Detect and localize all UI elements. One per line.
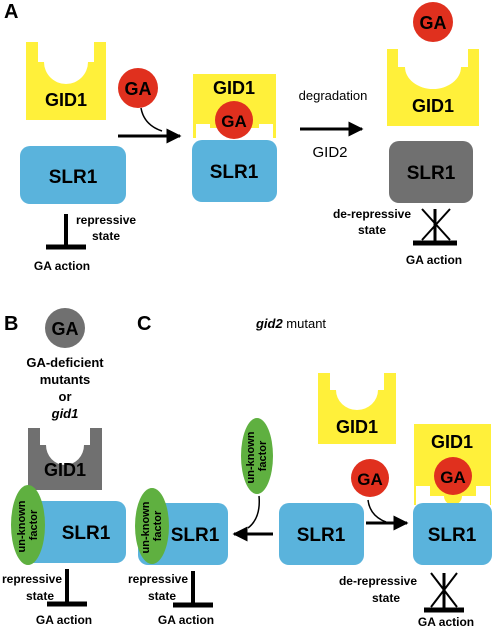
unknown-factor-b-line1: un-known <box>16 500 28 552</box>
ga-action-c-right-label: GA action <box>418 615 474 629</box>
unknown-factor-bound-line2: factor <box>152 510 164 541</box>
ga-deficient-label: GA-deficient <box>26 355 104 370</box>
slr1-protein-b: SLR1 <box>20 501 126 563</box>
panel-c-label: C <box>137 313 151 335</box>
slr1-center-label: SLR1 <box>297 525 346 546</box>
ga-c-label: GA <box>357 470 383 489</box>
repressive-state-c-label: repressive <box>128 572 188 586</box>
repression-symbol-b <box>47 569 87 607</box>
unknown-factor-b: un-known factor <box>11 485 45 565</box>
slr1-degraded: SLR1 <box>389 141 473 203</box>
gid1-ga-complex: GID1 GA <box>193 74 276 139</box>
degradation-label: degradation <box>299 88 368 103</box>
ga-action-b-label: GA action <box>36 613 92 627</box>
ga-molecule-inactive: GA <box>45 308 85 348</box>
unknown-factor-b-line2: factor <box>28 509 40 540</box>
panel-a-label: A <box>4 1 18 23</box>
or-label: or <box>59 389 72 404</box>
unknown-factor-free-label: un-known factor <box>245 429 269 484</box>
derepressive-state-c-label: de-repressive <box>339 574 417 588</box>
repressive-state-b-label: repressive <box>2 572 62 586</box>
ga-released-label: GA <box>420 13 447 33</box>
ga-molecule-free: GA <box>118 68 158 108</box>
mutants-label: mutants <box>40 372 91 387</box>
unknown-binding-curve <box>247 495 261 529</box>
slr1-c-right-label: SLR1 <box>428 525 477 546</box>
unknown-factor-free-line1: un-known <box>245 431 257 483</box>
unknown-factor-bound-line1: un-known <box>140 501 152 553</box>
gid1-bound-label: GID1 <box>213 78 255 98</box>
repressive-state-label: repressive <box>76 213 136 227</box>
gid2-label: GID2 <box>312 144 347 161</box>
derepressive-state-label-2: state <box>358 223 386 237</box>
gid1-label: GID1 <box>45 90 87 110</box>
slr1-b-label: SLR1 <box>62 523 111 544</box>
unknown-factor-free-line2: factor <box>257 440 269 471</box>
derepression-symbol-c <box>424 572 464 613</box>
slr1-protein-middle: SLR1 <box>192 140 277 202</box>
ga-action-c-left-label: GA action <box>158 613 214 627</box>
gid1-right-label: GID1 <box>412 96 454 116</box>
slr1-c-left-label: SLR1 <box>171 525 220 546</box>
unknown-factor-free: un-known factor <box>241 418 273 494</box>
gid2-mutant-title: gid2 mutant <box>255 316 326 331</box>
ga-action-label: GA action <box>34 259 90 273</box>
ga-inactive-label: GA <box>52 319 79 339</box>
repressive-state-b-label-2: state <box>26 589 54 603</box>
panel-b-label: B <box>4 313 18 335</box>
slr1-label: SLR1 <box>49 167 98 188</box>
derepressive-state-c-label-2: state <box>372 591 400 605</box>
repressive-state-label-2: state <box>92 229 120 243</box>
ga-bound-label: GA <box>221 112 247 131</box>
mutant-text: mutant <box>283 316 327 331</box>
repression-symbol-c <box>173 571 213 608</box>
slr1-protein-c-right: SLR1 <box>413 503 492 565</box>
slr1-protein-left: SLR1 <box>20 146 126 204</box>
gid1-inactive-label: GID1 <box>44 460 86 480</box>
derepressive-state-label: de-repressive <box>333 207 411 221</box>
ga-molecule-c: GA <box>351 459 389 497</box>
slr1-degraded-label: SLR1 <box>407 163 456 184</box>
slr1-protein-center: SLR1 <box>279 503 364 565</box>
slr1-middle-label: SLR1 <box>210 162 259 183</box>
binding-arrow <box>118 107 182 144</box>
unknown-factor-b-label: un-known factor <box>16 498 40 553</box>
gid1-receptor-inactive: GID1 <box>28 428 102 490</box>
ga-action-right-label: GA action <box>406 253 462 267</box>
repression-symbol-left <box>46 214 86 250</box>
gid1-receptor-left: GID1 <box>26 42 106 120</box>
gid1-mutant-label: gid1 <box>51 406 79 421</box>
gid1-complex-c-label: GID1 <box>431 432 473 452</box>
repressive-state-c-label-2: state <box>148 589 176 603</box>
gid1-c-label: GID1 <box>336 417 378 437</box>
gid1-receptor-right: GID1 <box>387 49 479 126</box>
ga-binding-curve <box>367 499 387 523</box>
gid1-receptor-c: GID1 <box>318 373 396 444</box>
unknown-factor-bound-label: un-known factor <box>140 499 164 554</box>
derepression-symbol-right <box>413 208 457 246</box>
gid1-ga-complex-c: GID1 GA <box>414 424 491 505</box>
gid2-italic: gid2 <box>255 316 283 331</box>
ga-molecule-released: GA <box>413 2 453 42</box>
unknown-factor-bound: un-known factor <box>135 488 169 564</box>
ga-complex-c-label: GA <box>440 468 466 487</box>
ga-label: GA <box>125 79 152 99</box>
degradation-arrow: degradation GID2 <box>299 88 368 161</box>
